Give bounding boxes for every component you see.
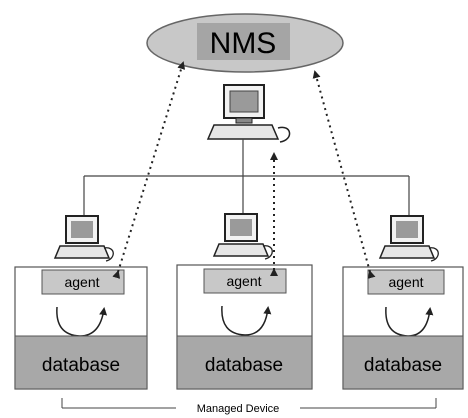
device-computer-icon: [53, 215, 114, 262]
nms-node: NMS: [146, 13, 344, 73]
nms-label-box: [197, 23, 290, 60]
database-label: database: [364, 355, 442, 376]
managed-device-caption: Managed Device: [197, 403, 280, 415]
agent-label: agent: [388, 274, 423, 290]
device-computer-icon: [378, 215, 439, 262]
dotted-arrow-3: [312, 70, 376, 279]
agent-label: agent: [64, 274, 99, 290]
database-box: [176, 335, 313, 390]
database-box: [14, 335, 148, 390]
agent-box: [41, 269, 125, 295]
nms-label: NMS: [210, 27, 277, 60]
manager-computer-icon: [206, 84, 291, 143]
device-computer-icon: [212, 213, 273, 260]
database-box: [342, 335, 464, 390]
managed-device-3: agent database: [342, 215, 464, 390]
network-lines: [83, 139, 410, 216]
database-label: database: [205, 355, 283, 376]
agent-database-loop: [221, 305, 272, 336]
managed-device-bracket: [61, 398, 437, 409]
dotted-arrow-1: [112, 61, 186, 279]
database-label: database: [42, 355, 120, 376]
managed-device-2: agent database: [176, 213, 313, 390]
snmp-dotted-arrows: [112, 61, 376, 279]
managed-device-1: agent database: [14, 215, 148, 390]
agent-label: agent: [226, 273, 261, 289]
agent-box: [367, 269, 445, 295]
